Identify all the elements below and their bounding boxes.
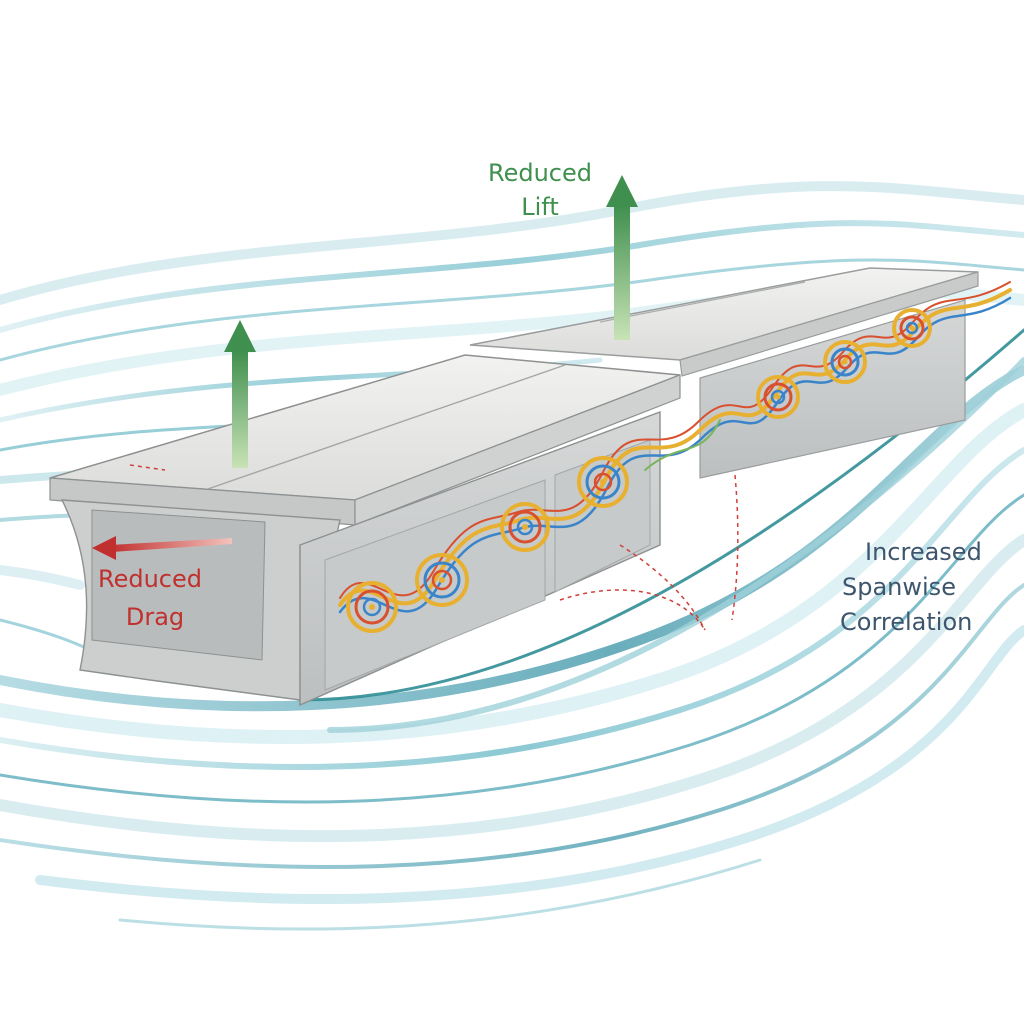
drag-label: Reduced Drag (98, 565, 202, 631)
vortex-6 (823, 340, 867, 384)
correlation-label-line-3: Correlation (840, 608, 972, 636)
vortex-1 (346, 581, 398, 633)
drag-arrow (92, 536, 232, 560)
correlation-label: Increased Spanwise Correlation (840, 538, 982, 636)
drag-label-line-2: Drag (126, 603, 184, 631)
vortex-street (338, 281, 1012, 633)
bridge-deck-front (49, 354, 681, 707)
correlation-label-line-1: Increased (865, 538, 982, 566)
correlation-label-line-2: Spanwise (842, 573, 956, 601)
vortex-3 (500, 502, 550, 552)
vortex-7 (892, 308, 932, 348)
vortex-4 (577, 456, 629, 508)
vortex-2 (415, 553, 469, 607)
lift-label: Reduced Lift (488, 159, 592, 221)
flow-streamlines (0, 181, 1024, 931)
lift-label-line-2: Lift (521, 193, 558, 221)
correlation-dashed-lines (129, 464, 739, 631)
drag-label-line-1: Reduced (98, 565, 202, 593)
lift-arrow-front (224, 320, 256, 468)
lift-label-line-1: Reduced (488, 159, 592, 187)
lift-arrow-rear (606, 175, 638, 340)
vortex-5 (756, 375, 800, 419)
